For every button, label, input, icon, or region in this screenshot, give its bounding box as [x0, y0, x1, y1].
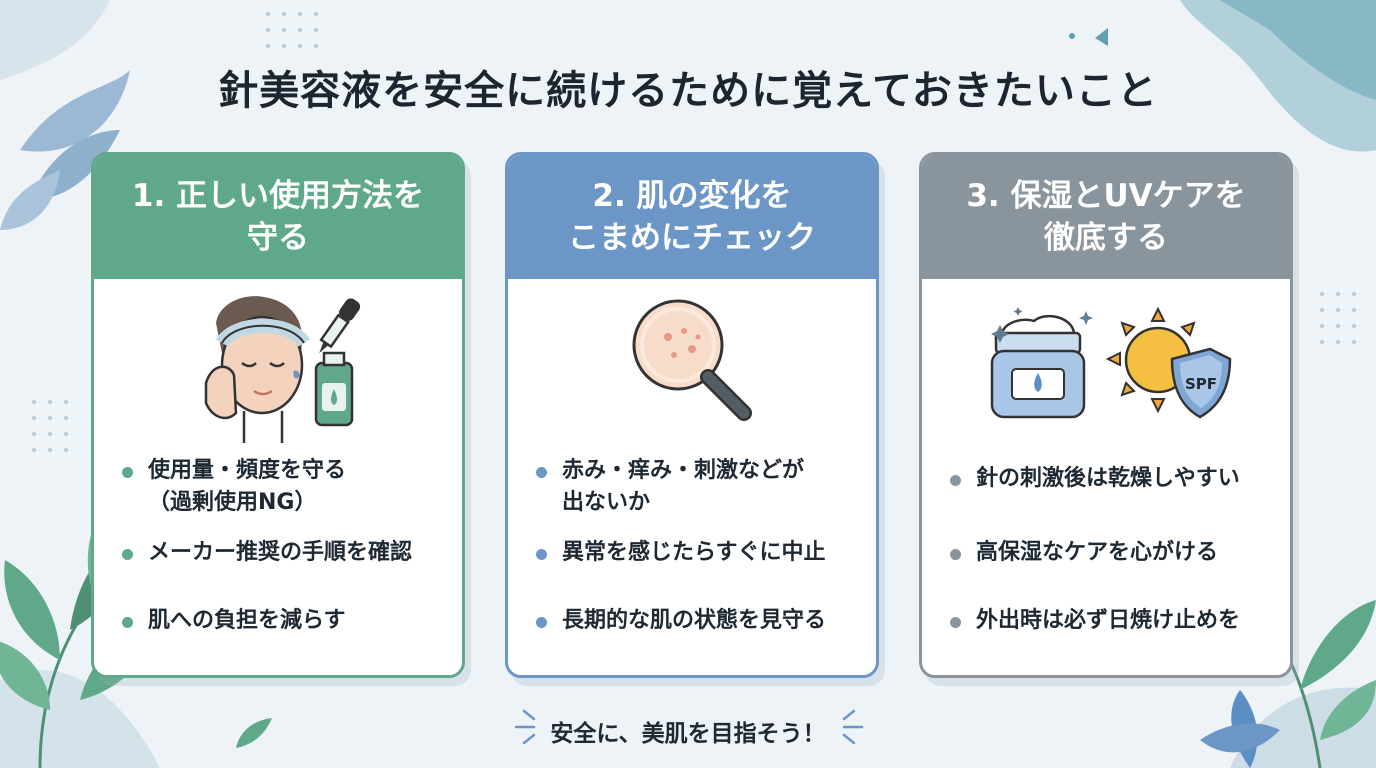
- bullet-dot-icon: [122, 549, 133, 560]
- card-heading: 3. 保湿とUVケアを 徹底する: [922, 155, 1290, 279]
- list-item: メーカー推奨の手順を確認: [116, 537, 456, 569]
- point-subtext: 出ないか: [562, 490, 651, 515]
- point-text: 針の刺激後は乾燥しやすい: [976, 466, 1240, 491]
- list-item: 長期的な肌の状態を見守る: [530, 605, 870, 637]
- list-item: 使用量・頻度を守る （過剰使用NG）: [116, 455, 456, 519]
- page-title: 針美容液を安全に続けるために覚えておきたいこと: [218, 68, 1158, 114]
- burst-lines-right-icon: [842, 709, 864, 745]
- point-text: 異常を感じたらすぐに中止: [562, 540, 826, 565]
- bullet-dot-icon: [950, 617, 961, 628]
- bullet-dot-icon: [122, 617, 133, 628]
- list-item: 赤み・痒み・刺激などが 出ないか: [530, 455, 870, 519]
- list-item: 肌への負担を減らす: [116, 605, 456, 637]
- dot-grid-decoration: [32, 12, 1356, 452]
- point-text: 高保湿なケアを心がける: [976, 540, 1219, 565]
- point-text: 肌への負担を減らす: [148, 608, 346, 633]
- card-heading: 2. 肌の変化を こまめにチェック: [508, 155, 876, 279]
- bullet-dot-icon: [950, 549, 961, 560]
- bullet-dot-icon: [536, 549, 547, 560]
- leaf-top-left-icon: [0, 70, 130, 230]
- card-usage: 1. 正しい使用方法を 守る 使用量・頻度を守る （過剰使用NG） メーカー推奨…: [91, 152, 465, 678]
- point-subtext: （過剰使用NG）: [148, 490, 317, 515]
- woman-applying-serum-dropper-icon: [204, 296, 361, 443]
- magnifying-glass-skin-icon: [632, 299, 752, 421]
- burst-lines-left-icon: [514, 709, 536, 745]
- list-item: 針の刺激後は乾燥しやすい: [944, 463, 1284, 495]
- list-item: 外出時は必ず日焼け止めを: [944, 605, 1284, 637]
- bullet-dot-icon: [950, 475, 961, 486]
- point-text: 外出時は必ず日焼け止めを: [976, 608, 1241, 633]
- point-text: 長期的な肌の状態を見守る: [562, 608, 827, 633]
- point-text: 赤み・痒み・刺激などが: [562, 458, 805, 483]
- bullet-dot-icon: [536, 467, 547, 478]
- bullet-dot-icon: [122, 467, 133, 478]
- cream-jar-and-sun-spf-shield-icon: SPF: [990, 306, 1232, 419]
- footer-message: 安全に、美肌を目指そう！: [550, 721, 826, 747]
- point-text: メーカー推奨の手順を確認: [148, 540, 413, 565]
- bullet-dot-icon: [536, 617, 547, 628]
- card-skin-check: 2. 肌の変化を こまめにチェック 赤み・痒み・刺激などが 出ないか 異常を感じ…: [505, 152, 879, 678]
- point-text: 使用量・頻度を守る: [148, 458, 347, 483]
- list-item: 高保湿なケアを心がける: [944, 537, 1284, 569]
- spf-label: SPF: [1185, 375, 1217, 393]
- card-heading: 1. 正しい使用方法を 守る: [94, 155, 462, 279]
- list-item: 異常を感じたらすぐに中止: [530, 537, 870, 569]
- card-moisture-uv: 3. 保湿とUVケアを 徹底する SPF 針の刺激後は乾燥しやすい: [919, 152, 1293, 678]
